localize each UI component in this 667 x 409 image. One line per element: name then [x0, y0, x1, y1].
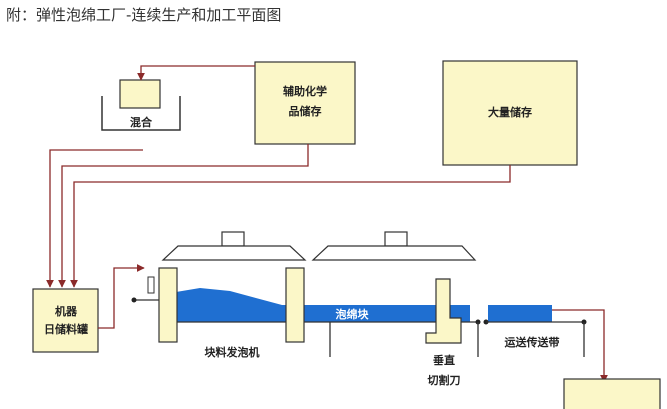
arrow-aux-to-tank: [58, 144, 309, 288]
bulk-storage-label: 大量储存: [488, 105, 532, 119]
daily-tank-box: [32, 288, 99, 353]
arrow-aux-to-mixing: [137, 65, 255, 81]
mixing-label: 混合: [130, 115, 153, 129]
block-foamer-label: 块料发泡机: [205, 345, 260, 359]
vertical-cutter-label-1: 垂直: [433, 353, 455, 367]
vertical-cutter-label-2: 切割刀: [428, 373, 461, 387]
aux-chemical-box: [254, 61, 356, 145]
foamer-wall-right: [285, 267, 305, 343]
foamer-wall-left: [158, 267, 178, 343]
arrow-bulk-to-tank: [70, 165, 511, 288]
machine-daily-tank: 机器 日储料罐: [32, 288, 99, 353]
page-title: 附：弹性泡绵工厂-连续生产和加工平面图: [6, 6, 282, 24]
arrow-conveyor-to-next: [552, 309, 608, 383]
bulk-storage: 大量储存: [442, 60, 578, 166]
vertical-cutter: 垂直 切割刀: [425, 278, 462, 387]
daily-tank-label-1: 机器: [55, 304, 78, 318]
mixing-bracket: [101, 96, 181, 131]
bulk-storage-box: [442, 60, 578, 166]
daily-tank-label-2: 日储料罐: [44, 322, 88, 336]
mixing-box: [119, 79, 161, 109]
mixing-unit: 混合: [101, 79, 181, 131]
exhaust-hood-right: [311, 231, 477, 261]
feed-nozzle: [147, 276, 155, 294]
arrow-mixing-to-tank: [46, 149, 143, 288]
downstream-box: [563, 378, 661, 409]
foam-block-body: [170, 288, 470, 322]
arrow-tank-to-foamer: [98, 264, 145, 329]
aux-chemical-label-1: 辅助化学: [283, 84, 327, 98]
conveyor-label: 运送传送带: [505, 335, 560, 349]
foam-block-label: 泡绵块: [336, 307, 370, 321]
exhaust-hood-left: [161, 231, 307, 261]
aux-chemical-label-2: 品储存: [289, 104, 322, 118]
roller-start: [131, 297, 137, 303]
foam-on-conveyor: [488, 305, 552, 322]
aux-chemical-storage: 辅助化学 品储存: [254, 61, 356, 145]
